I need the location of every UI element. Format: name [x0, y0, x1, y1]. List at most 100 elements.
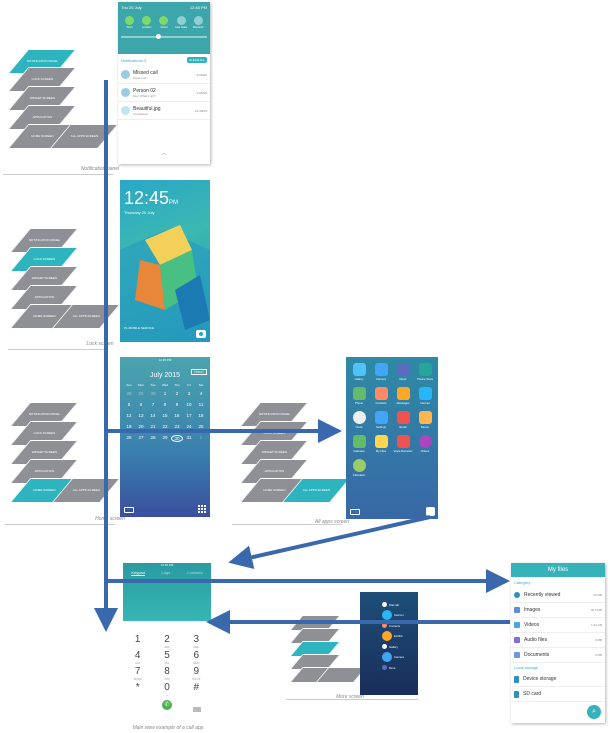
calendar-day[interactable]: 11	[198, 402, 204, 407]
app-email[interactable]: Email	[392, 411, 414, 429]
calendar-day[interactable]: 8	[163, 402, 167, 407]
toggle-icon[interactable]	[125, 16, 135, 25]
keypad-key[interactable]: *	[123, 683, 152, 696]
calendar-day[interactable]: 31	[186, 435, 192, 440]
app-settings[interactable]: Settings	[370, 411, 392, 429]
more-item[interactable]: Camera	[382, 652, 418, 662]
more-item[interactable]: Contacts	[382, 623, 418, 628]
app-icon[interactable]	[396, 387, 410, 400]
calendar-day[interactable]: 13	[138, 413, 144, 418]
calendar-day[interactable]: 27	[138, 435, 144, 440]
call-button[interactable]: ✆	[162, 700, 172, 710]
calendar-day[interactable]: 12	[126, 413, 132, 418]
app-memo[interactable]: Memo	[414, 411, 436, 429]
backspace-icon[interactable]	[193, 707, 201, 712]
app-icon[interactable]	[352, 387, 366, 400]
calendar-day[interactable]: 2	[175, 391, 179, 396]
camera-icon[interactable]	[196, 330, 206, 338]
calendar-day[interactable]: 24	[186, 424, 192, 429]
app-calculator[interactable]: Calculator	[348, 459, 370, 477]
calendar-day[interactable]: 20	[138, 424, 144, 429]
toggle-icon[interactable]	[142, 16, 152, 25]
keypad-key[interactable]: #	[182, 683, 211, 696]
tab-contacts[interactable]: Contacts	[186, 570, 203, 575]
app-icon[interactable]	[352, 363, 366, 376]
brightness-thumb[interactable]	[156, 34, 161, 39]
calendar-day[interactable]: 3	[187, 391, 191, 396]
app-videos[interactable]: Videos	[414, 435, 436, 453]
app-phone[interactable]: Phone	[348, 387, 370, 405]
app-clock[interactable]: Clock	[348, 411, 370, 429]
keyboard-icon[interactable]	[350, 509, 360, 515]
grid-apps-icon[interactable]	[198, 505, 206, 513]
app-icon[interactable]	[418, 387, 432, 400]
chevron-up-icon[interactable]: ︿	[160, 151, 167, 157]
app-icon[interactable]	[352, 411, 366, 424]
app-contacts[interactable]: Contacts	[370, 387, 392, 405]
calendar-day[interactable]: 28	[150, 435, 156, 440]
more-item[interactable]: Internet	[382, 610, 418, 620]
app-icon[interactable]	[352, 435, 366, 448]
calendar-day[interactable]: 19	[126, 424, 132, 429]
calendar-day[interactable]: 30	[150, 391, 156, 396]
calendar-day[interactable]: 22	[162, 424, 168, 429]
calendar-day[interactable]: 10	[186, 402, 192, 407]
brightness-slider[interactable]	[121, 34, 207, 39]
calendar-day[interactable]: 15	[162, 413, 168, 418]
calendar-day[interactable]: 26	[126, 435, 132, 440]
app-icon[interactable]	[374, 435, 388, 448]
app-icon[interactable]	[396, 411, 410, 424]
calendar-day[interactable]: 1	[199, 435, 203, 440]
calendar-day[interactable]: 18	[198, 413, 204, 418]
more-item[interactable]: Exhibit	[382, 631, 418, 641]
app-icon[interactable]	[374, 411, 388, 424]
more-item[interactable]: Gallery	[382, 644, 418, 649]
toggle-icon[interactable]	[176, 16, 186, 25]
toggle-icon[interactable]	[193, 16, 203, 25]
calendar-day[interactable]: 14	[150, 413, 156, 418]
app-icon[interactable]	[418, 411, 432, 424]
toggle-icon[interactable]	[159, 16, 169, 25]
app-icon[interactable]	[374, 363, 388, 376]
calendar-day[interactable]: 23	[174, 424, 180, 429]
quick-toggle[interactable]: Location	[139, 16, 155, 29]
app-camera[interactable]: Camera	[370, 363, 392, 381]
calendar-day[interactable]: 7	[151, 402, 155, 407]
app-icon[interactable]	[396, 363, 410, 376]
quick-toggle[interactable]: Sound	[156, 16, 172, 29]
keyboard-icon[interactable]	[124, 507, 134, 513]
more-item[interactable]: Dial call	[382, 602, 418, 607]
calendar-day[interactable]: 28	[126, 391, 132, 396]
search-icon[interactable]: ⌕	[587, 705, 601, 719]
clear-all-button[interactable]: CLEAR ALL	[186, 57, 207, 63]
tab-logs[interactable]: Logs	[161, 570, 171, 575]
app-messages[interactable]: Messages	[392, 387, 414, 405]
calendar-day[interactable]: 6	[139, 402, 143, 407]
tab-keypad[interactable]: Keypad	[131, 570, 145, 576]
quick-toggle[interactable]: Wi-Fi	[122, 16, 138, 29]
quick-toggle[interactable]: Auto rotate	[173, 16, 189, 29]
keypad-key[interactable]: 1	[123, 635, 152, 648]
calendar-day[interactable]: 29	[162, 435, 168, 440]
app-internet[interactable]: Internet	[414, 387, 436, 405]
calendar-day[interactable]: 5	[127, 402, 131, 407]
calendar-day[interactable]: 4	[199, 391, 203, 396]
calendar-day[interactable]: 17	[186, 413, 192, 418]
calendar-day[interactable]: 29	[138, 391, 144, 396]
calendar-day[interactable]: 1	[163, 391, 167, 396]
calendar-day[interactable]: 30	[171, 435, 183, 442]
today-button[interactable]: TODAY	[190, 369, 207, 375]
